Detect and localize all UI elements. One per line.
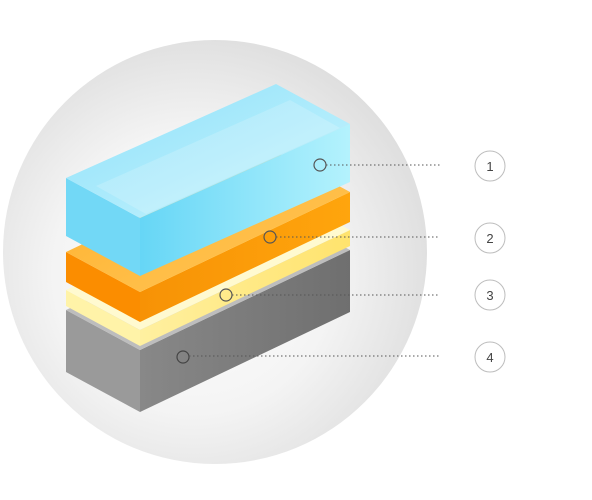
layer-1-side-face [140, 124, 350, 276]
callout-2-badge [474, 222, 506, 254]
callout-3-number: 3 [486, 288, 493, 303]
layer-4-side-face [140, 250, 350, 412]
layer-2-side-face [140, 192, 350, 322]
layer-4-front-face [66, 310, 140, 412]
callout-4-marker [176, 350, 190, 364]
layer-1-blue [66, 84, 350, 276]
layer-3-side-face [140, 230, 350, 346]
callout-2: 2 [263, 222, 506, 254]
layer-2-front-face [66, 252, 140, 322]
layer-1-top-face [66, 84, 350, 218]
callout-1: 1 [313, 150, 506, 182]
callout-4-badge [474, 341, 506, 373]
callout-3-badge [474, 279, 506, 311]
callout-2-number: 2 [486, 231, 493, 246]
layer-1-front-face [66, 178, 140, 276]
callout-4-number: 4 [486, 350, 493, 365]
callout-4: 4 [176, 341, 506, 373]
layer-3-front-face [66, 290, 140, 346]
callout-1-number: 1 [486, 159, 493, 174]
callout-3: 3 [219, 279, 506, 311]
layer-1-top-highlight [96, 100, 340, 214]
callout-1-badge [474, 150, 506, 182]
